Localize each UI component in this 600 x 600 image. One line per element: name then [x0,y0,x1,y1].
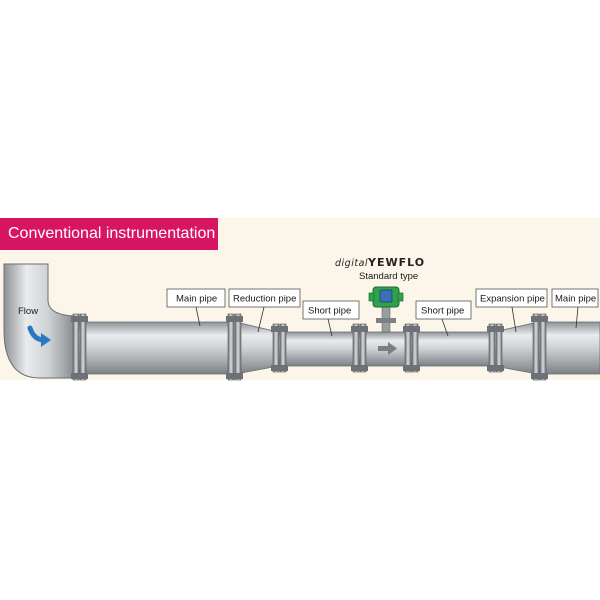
callout-main-pipe-left: Main pipe [166,288,226,327]
svg-text:Main pipe: Main pipe [176,294,217,305]
svg-text:Main pipe: Main pipe [555,294,596,305]
flange [487,323,504,373]
flange [226,313,243,381]
flow-direction-arrow [378,342,397,355]
svg-text:Reduction pipe: Reduction pipe [233,294,296,305]
device-brand-prefix: digitalYEWFLO [335,256,425,269]
flow-label: Flow [18,306,38,317]
svg-text:Expansion pipe: Expansion pipe [480,294,545,305]
transmitter-icon [368,286,404,333]
callout-short-pipe-left: Short pipe [302,300,360,337]
callout-reduction-pipe: Reduction pipe [228,288,301,333]
flange [403,323,420,373]
flow-arrow-icon [27,325,51,347]
flange [531,313,548,381]
main-pipe-left [77,321,235,375]
main-pipe-right [537,321,600,375]
elbow-pipe [3,263,79,379]
callout-main-pipe-right: Main pipe [551,288,599,329]
short-pipe-left [277,331,359,367]
short-pipe-right [409,331,495,367]
device-subtitle: Standard type [359,271,418,282]
flange [271,323,288,373]
flange [351,323,368,373]
callout-short-pipe-right: Short pipe [415,300,472,337]
svg-text:Short pipe: Short pipe [421,306,464,317]
svg-text:Short pipe: Short pipe [308,306,351,317]
title-badge: Conventional instrumentation [0,218,218,250]
flange [71,313,88,381]
callout-expansion-pipe: Expansion pipe [475,288,548,333]
